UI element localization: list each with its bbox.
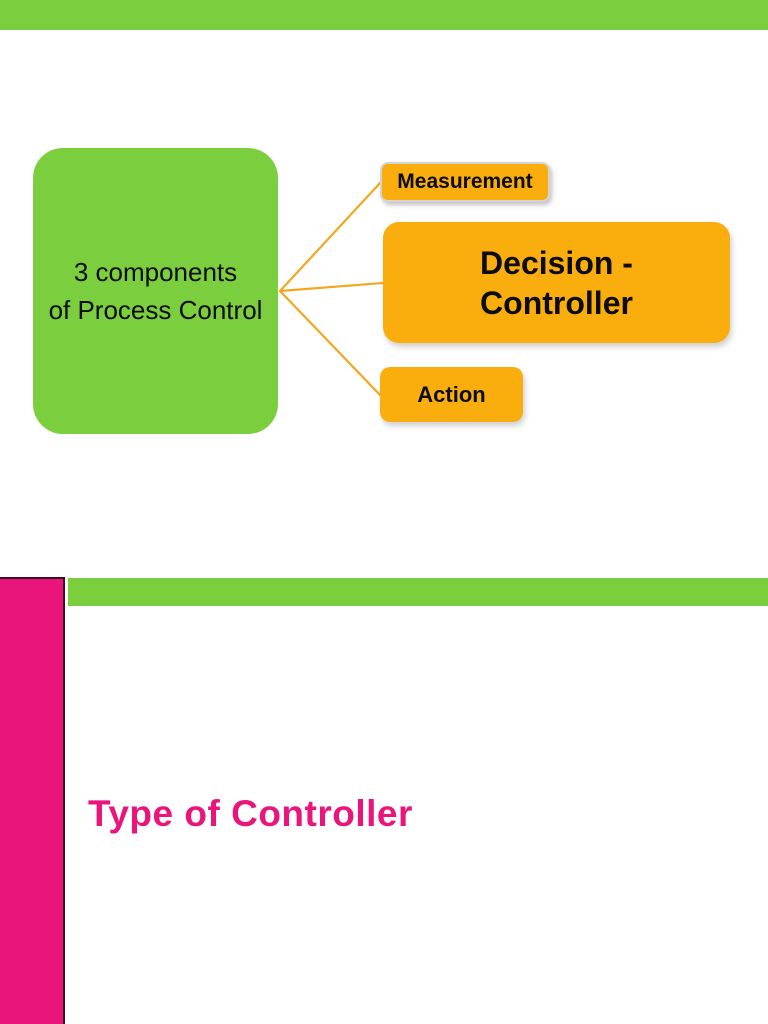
decision-label-line2: Controller (480, 284, 633, 321)
pink-sidebar-bar (0, 577, 65, 1024)
component-box-measurement: Measurement (380, 162, 550, 202)
source-box-line1: 3 components (73, 257, 238, 287)
decision-label-line1: Decision - (480, 244, 633, 281)
connector-line-decision (278, 281, 385, 293)
slide-type-of-controller: Type of Controller (0, 575, 768, 1024)
slide-process-control-components: 3 components of Process Control Measurem… (0, 0, 768, 434)
source-box-line2: of Process Control (48, 295, 263, 325)
green-header-bar (68, 578, 768, 606)
slide-top-green-bar (0, 0, 768, 30)
process-control-source-box: 3 components of Process Control (33, 148, 278, 434)
component-box-decision-controller: Decision - Controller (383, 222, 730, 343)
slide-title: Type of Controller (88, 793, 413, 834)
measurement-label: Measurement (397, 170, 533, 193)
action-label: Action (417, 381, 486, 407)
component-box-action: Action (380, 367, 523, 422)
connector-line-measurement (278, 180, 383, 293)
connector-line-action (278, 289, 383, 398)
